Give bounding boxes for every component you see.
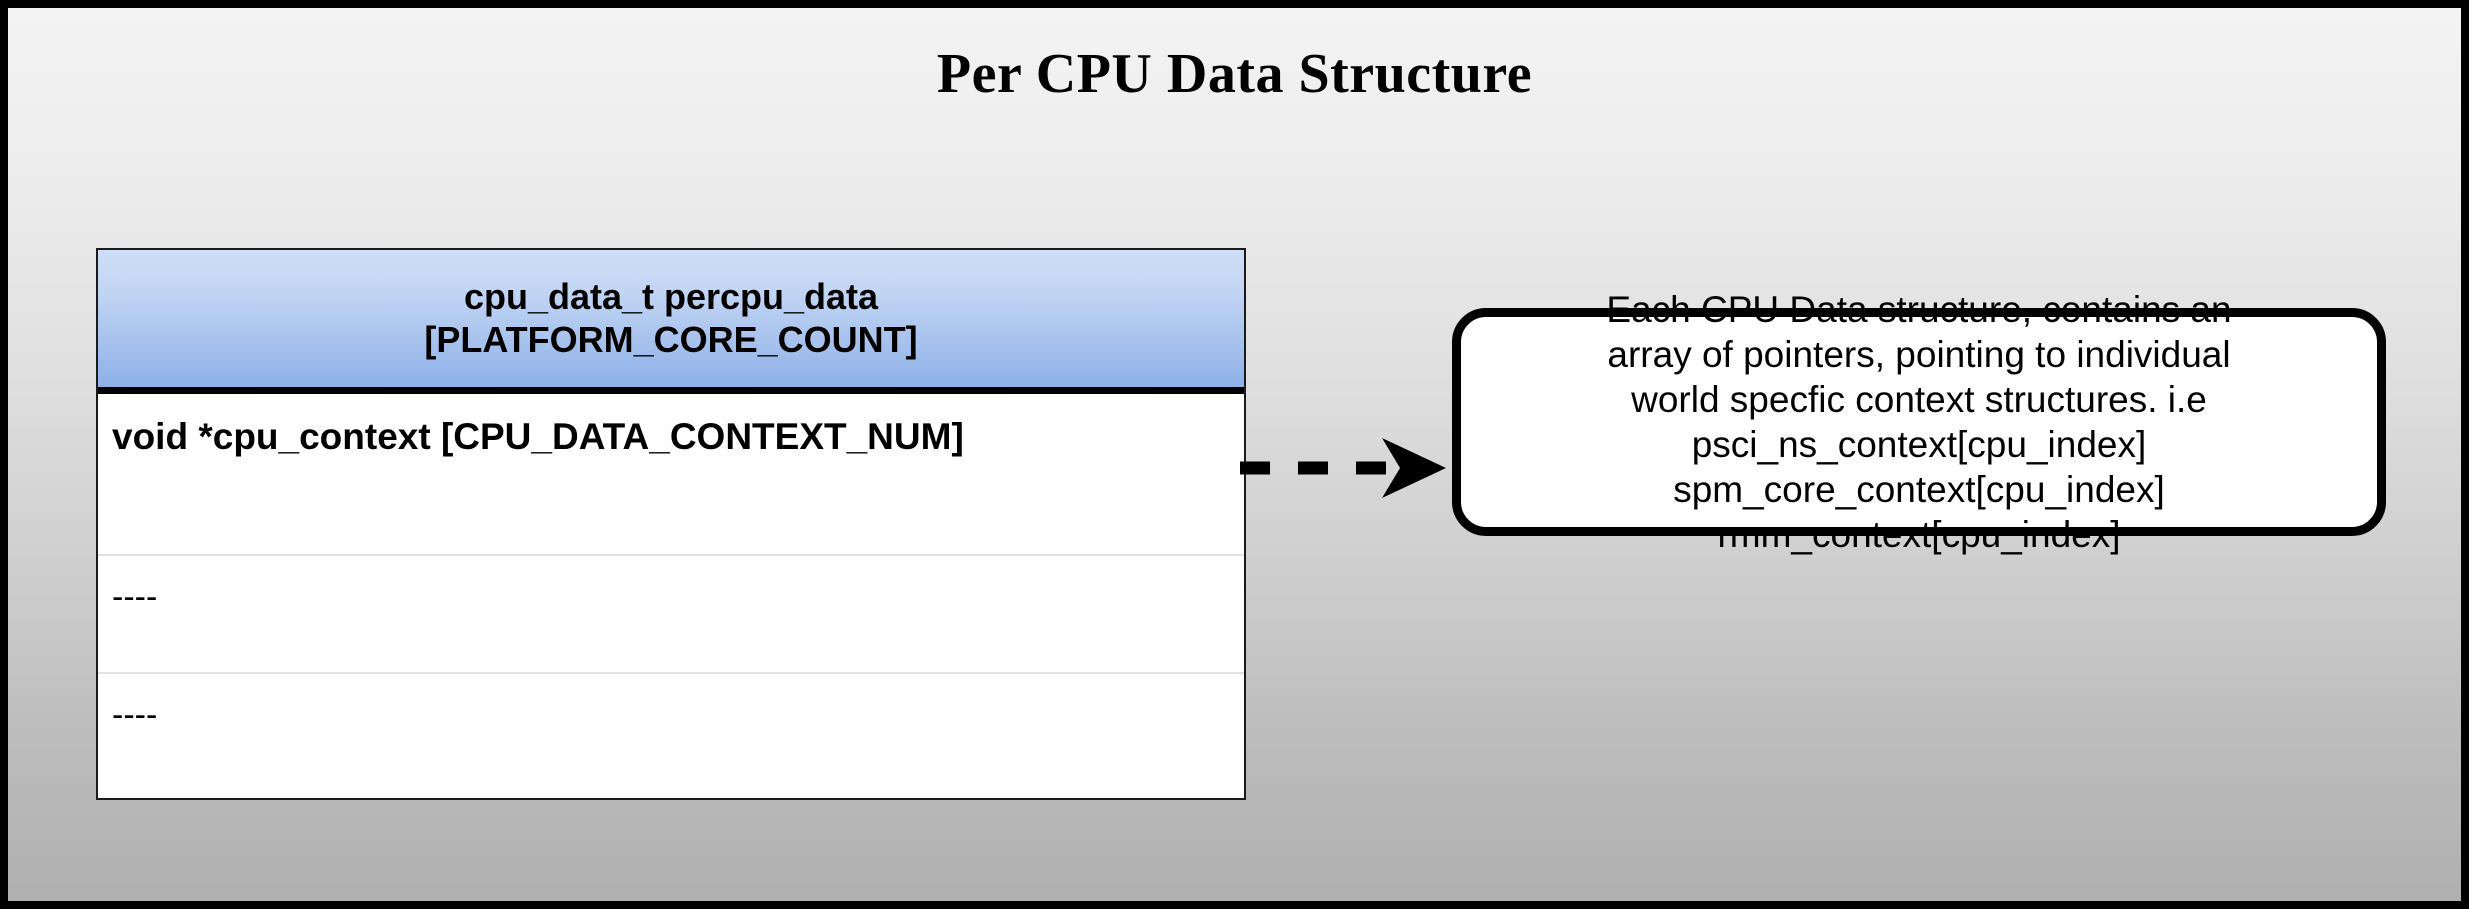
struct-field-placeholder-1: ----	[112, 578, 158, 616]
note-line-1: Each CPU Data structure, contains an	[1606, 288, 2232, 330]
arrow-head	[1382, 438, 1446, 498]
struct-table-header: cpu_data_t percpu_data [PLATFORM_CORE_CO…	[98, 250, 1244, 394]
struct-header-line-1: cpu_data_t percpu_data	[463, 276, 879, 318]
struct-field-cpu-context: void *cpu_context [CPU_DATA_CONTEXT_NUM]	[112, 416, 964, 457]
table-row: ----	[98, 672, 1244, 796]
page-title: Per CPU Data Structure	[936, 43, 1533, 105]
note-line-2: array of pointers, pointing to individua…	[1607, 333, 2231, 375]
dashed-arrow-icon	[1240, 438, 1446, 498]
connector-arrow	[1240, 428, 1450, 508]
note-callout: Each CPU Data structure, contains an arr…	[1452, 289, 2386, 555]
struct-field-placeholder-2: ----	[112, 696, 158, 734]
struct-table: cpu_data_t percpu_data [PLATFORM_CORE_CO…	[96, 248, 1246, 800]
table-row: void *cpu_context [CPU_DATA_CONTEXT_NUM]	[98, 394, 1244, 554]
note-line-3: world specfic context structures. i.e	[1631, 378, 2207, 420]
note-line-5: spm_core_context[cpu_index]	[1673, 469, 2165, 511]
note-line-4: psci_ns_context[cpu_index]	[1691, 424, 2147, 465]
struct-header-line-2: [PLATFORM_CORE_COUNT]	[424, 318, 918, 360]
note-line-6: rmm_context[cpu_index]	[1717, 514, 2121, 556]
table-row: ----	[98, 554, 1244, 672]
